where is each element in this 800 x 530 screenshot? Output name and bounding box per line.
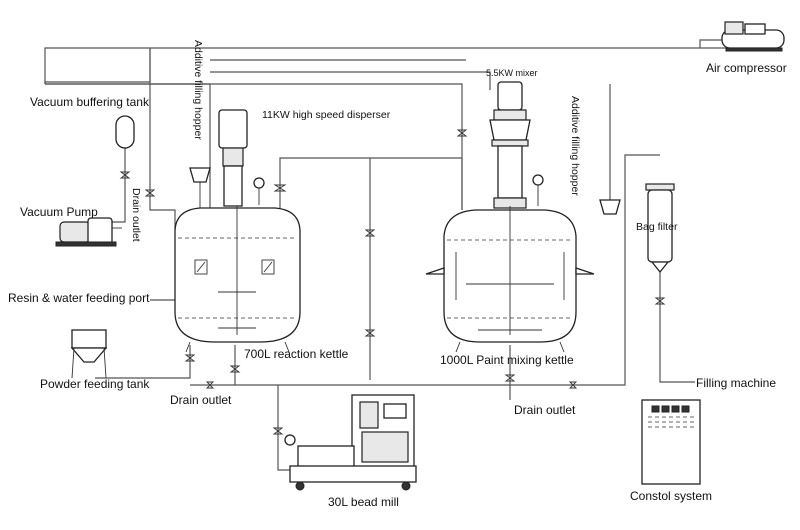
left-additive-hopper-icon	[189, 167, 211, 210]
vacuum-line-pipe	[44, 48, 151, 84]
bead-mill-inlet-pipe	[277, 385, 296, 471]
reaction-kettle-icon	[174, 109, 301, 353]
vacuum-pump-icon	[55, 217, 122, 247]
valve-icon	[205, 381, 215, 389]
valve-icon	[119, 171, 131, 179]
label-bead-mill: 30L bead mill	[328, 495, 399, 509]
valve-icon	[456, 129, 468, 137]
label-resin-feeding-port: Resin & water feeding port	[8, 291, 150, 305]
label-vacuum-buffering-tank: Vacuum buffering tank	[30, 95, 150, 109]
label-reaction-kettle: 700L reaction kettle	[244, 347, 349, 361]
mixer-top-pipe	[210, 71, 491, 90]
valve-icon	[273, 184, 287, 192]
label-bag-filter: Bag filter	[636, 221, 678, 233]
label-mixer: 5.5KW mixer	[486, 68, 538, 78]
label-disperser: 11KW high speed disperser	[262, 109, 391, 121]
control-system-cabinet-icon	[641, 399, 701, 485]
vac-kettle-pipe	[149, 82, 176, 230]
labels: Vacuum buffering tank Vacuum Pump Drain …	[8, 40, 787, 509]
label-additive-hopper-right: Additive filling hopper	[569, 96, 581, 196]
valve-icon	[272, 427, 284, 435]
air-compressor-icon	[721, 21, 785, 52]
bead-mill-icon	[284, 394, 417, 491]
vacuum-buffering-tank-icon	[115, 115, 135, 149]
label-vacuum-pump: Vacuum Pump	[20, 205, 98, 219]
valve-icon	[364, 229, 376, 237]
label-paint-mixing-kettle: 1000L Paint mixing kettle	[440, 353, 574, 367]
valve-icon	[144, 189, 156, 197]
label-drain-outlet-vertical: Drain outlet	[130, 188, 142, 242]
paint-mixing-kettle-icon	[425, 81, 621, 353]
powder-feed-pipe	[95, 345, 191, 379]
valve-icon	[654, 297, 666, 305]
label-additive-hopper-left: Additive filling hopper	[192, 40, 204, 140]
label-drain-outlet-right: Drain outlet	[514, 403, 576, 417]
label-control-system: Constol system	[630, 489, 712, 503]
bottom-main-pipe	[190, 154, 660, 386]
label-powder-feeding-tank: Powder feeding tank	[40, 377, 150, 391]
valve-icon	[568, 381, 578, 389]
valve-icon	[504, 374, 516, 382]
valves	[119, 129, 666, 435]
powder-feeding-tank-icon	[70, 329, 108, 379]
filling-pipe	[659, 272, 695, 383]
label-filling-machine: Filling machine	[696, 376, 776, 390]
label-air-compressor: Air compressor	[706, 61, 787, 75]
piping	[44, 39, 742, 471]
pump-link-pipe	[112, 210, 126, 223]
cross-link-pipe	[279, 157, 463, 210]
valve-icon	[184, 354, 196, 362]
label-drain-outlet-left: Drain outlet	[170, 393, 232, 407]
valve-icon	[229, 365, 241, 373]
valve-icon	[364, 329, 376, 337]
top-header-pipe	[44, 47, 740, 84]
bag-filter-icon	[645, 183, 675, 274]
